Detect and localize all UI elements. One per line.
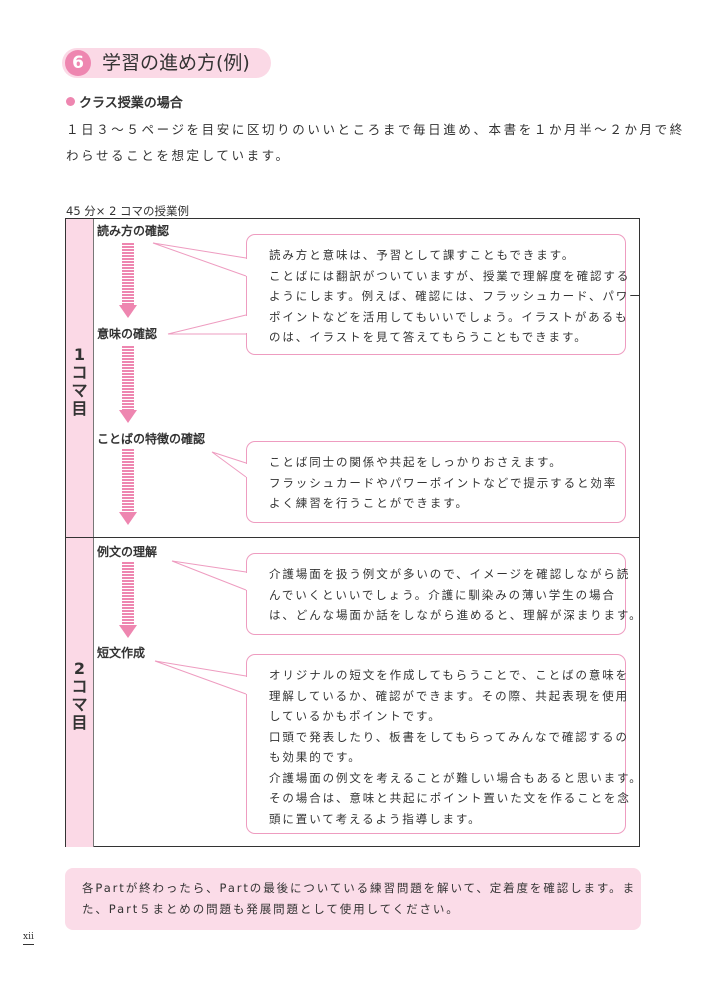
row-divider <box>65 537 640 538</box>
callout-line: 口頭で発表したり、板書をしてもらってみんなで確認するの <box>269 729 629 744</box>
intro-line: １日３～５ページを目安に区切りのいいところまで毎日進め、本書を１か月半～２か月で… <box>66 122 685 137</box>
callout-box: 読み方と意味は、予習として課すこともできます。 ことばには翻訳がついていますが、… <box>246 234 643 355</box>
step-label: ことばの特徴の確認 <box>97 432 206 446</box>
step-label: 例文の理解 <box>97 545 158 559</box>
callout-line: 頭に置いて考えるよう指導します。 <box>269 811 482 826</box>
lesson-table <box>65 218 640 847</box>
subheading: クラス授業の場合 <box>79 96 183 111</box>
note-box: 各Partが終わったら、Partの最後についている練習問題を解いて、定着度を確認… <box>65 868 641 930</box>
period-2-label: 2 コ マ 目 <box>66 538 94 847</box>
bullet-icon <box>66 97 75 106</box>
callout-line: のは、イラストを見て答えてもらうこともできます。 <box>269 330 588 344</box>
page-number: xii <box>23 932 34 945</box>
callout-line: ことば同士の関係や共起をしっかりおさえます。 <box>269 455 563 469</box>
step-label: 短文作成 <box>97 646 146 660</box>
callout-line: オリジナルの短文を作成してもらうことで、ことばの意味を <box>269 668 630 682</box>
callout-line: んでいくといいでしょう。介護に馴染みの薄い学生の場合 <box>269 587 616 602</box>
step-label: 意味の確認 <box>97 327 158 341</box>
period-label-char: マ <box>71 381 88 400</box>
period-label-char: マ <box>71 695 88 714</box>
callout-line: よく練習を行うことができます。 <box>269 496 469 510</box>
callout-line: 読み方と意味は、予習として課すこともできます。 <box>269 248 576 262</box>
intro-line: わらせることを想定しています。 <box>66 148 291 163</box>
section-number-badge: 6 <box>65 50 91 76</box>
period-label-char: 目 <box>71 713 88 732</box>
section-title-pill <box>62 48 271 78</box>
period-label-char: コ <box>71 363 88 382</box>
section-title: 学習の進め方(例) <box>102 52 250 74</box>
callout-line: フラッシュカードやパワーポイントなどで提示すると効率 <box>269 475 618 490</box>
callout-line: ようにします。例えば、確認には、フラッシュカード、パワー <box>269 289 643 303</box>
callout-line: ポイントなどを活用してもいいでしょう。イラストがあるも <box>269 309 629 324</box>
callout-line: 理解しているか、確認ができます。その際、共起表現を使用 <box>269 688 630 703</box>
callout-box: ことば同士の関係や共起をしっかりおさえます。 フラッシュカードやパワーポイントな… <box>246 441 626 523</box>
period-label-char: コ <box>71 677 88 696</box>
period-label-char: 2 <box>73 659 86 678</box>
callout-line: ことばには翻訳がついていますが、授業で理解度を確認する <box>269 268 631 283</box>
note-line: 各Partが終わったら、Partの最後についている練習問題を解いて、定着度を確認… <box>82 881 636 895</box>
period-label-char: 1 <box>73 345 86 364</box>
callout-line: は、どんな場面か話をしながら進めると、理解が深まります。 <box>269 608 643 622</box>
callout-line: も効果的です。 <box>269 750 362 764</box>
callout-line: 介護場面を扱う例文が多いので、イメージを確認しながら読 <box>269 567 631 581</box>
callout-line: その場合は、意味と共起にポイント置いた文を作ることを念 <box>269 791 631 805</box>
callout-line: 介護場面の例文を考えることが難しい場合もあると思います。 <box>269 770 643 785</box>
period-label-char: 目 <box>71 399 88 418</box>
note-line: た、Part５まとめの問題も発展問題として使用してください。 <box>82 902 460 916</box>
period-1-label: 1 コ マ 目 <box>66 219 94 537</box>
callout-box: 介護場面を扱う例文が多いので、イメージを確認しながら読 んでいくといいでしょう。… <box>246 553 643 635</box>
table-caption: 45 分× 2 コマの授業例 <box>66 204 190 218</box>
callout-box: オリジナルの短文を作成してもらうことで、ことばの意味を 理解しているか、確認がで… <box>246 654 643 834</box>
callout-line: しているかもポイントです。 <box>269 709 442 723</box>
step-label: 読み方の確認 <box>97 224 170 238</box>
